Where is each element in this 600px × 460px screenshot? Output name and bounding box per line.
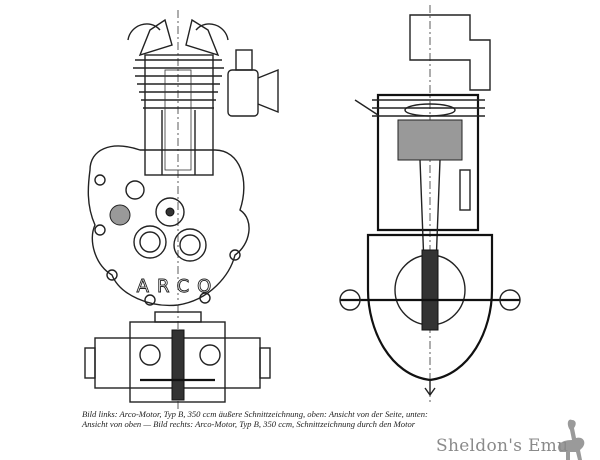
engine-section-view [339,5,521,405]
engine-top-view [84,305,271,410]
watermark-text: Sheldon's Emu [436,436,569,456]
emu-icon [558,419,585,460]
engine-side-view: ARCO [87,10,279,307]
caption-line-1: Bild links: Arco-Motor, Typ B, 350 ccm ä… [82,409,428,419]
arco-lettering: ARCO [137,276,220,297]
figure-caption: Bild links: Arco-Motor, Typ B, 350 ccm ä… [82,409,582,429]
caption-line-2: Ansicht von oben — Bild rechts: Arco-Mot… [82,419,416,429]
